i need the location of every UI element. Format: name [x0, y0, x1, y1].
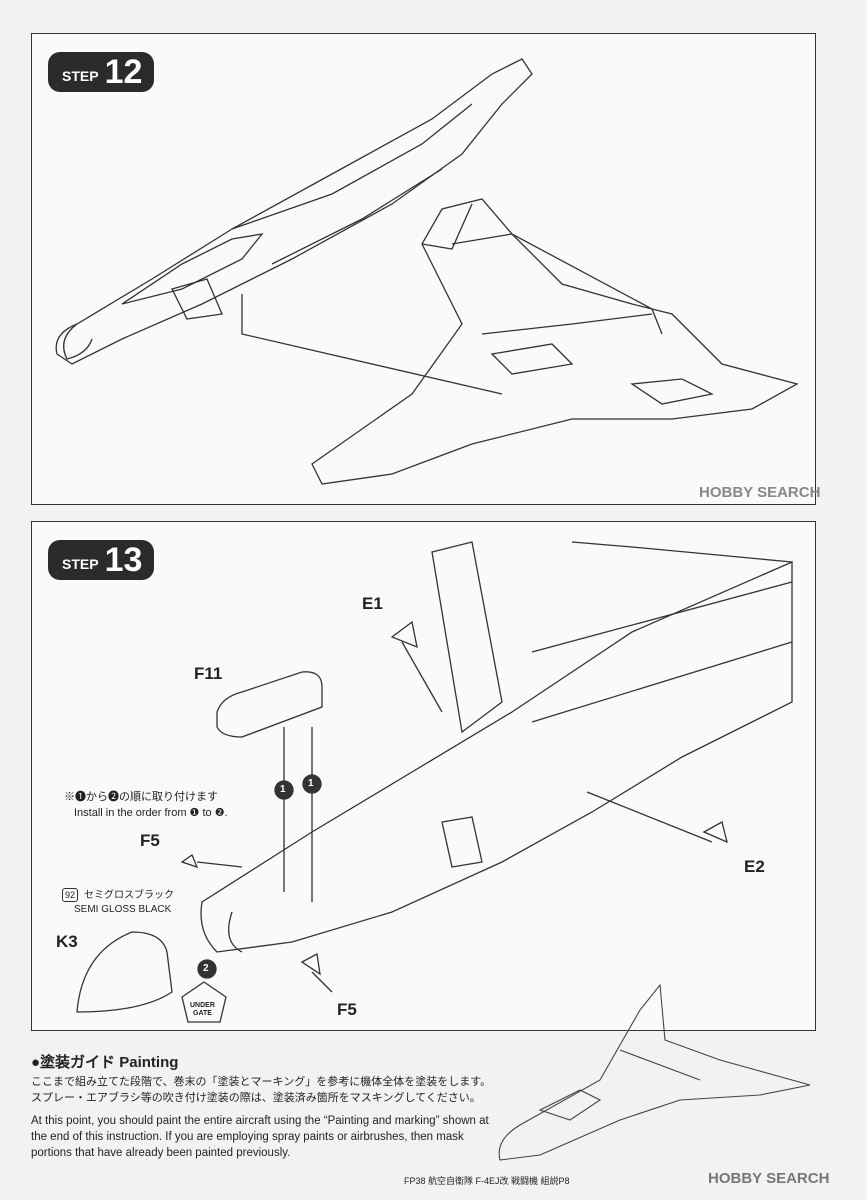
- label-f11: F11: [194, 664, 223, 683]
- label-e1: E1: [362, 594, 383, 613]
- watermark: HOBBY SEARCH: [708, 1170, 830, 1187]
- watermark-upper: HOBBY SEARCH: [699, 484, 821, 501]
- color-name-en: SEMI GLOSS BLACK: [74, 904, 172, 915]
- painting-jp-line1: ここまで組み立てた段階で、巻末の「塗装とマーキング」を参考に機体全体を塗装をしま…: [31, 1076, 492, 1088]
- footer: FP38 航空自衛隊 F-4EJ改 戦闘機 組説P8: [404, 1176, 570, 1186]
- order-note-en: Install in the order from ❶ to ❷.: [74, 807, 228, 819]
- step-word: STEP: [62, 68, 99, 84]
- label-f5-top: F5: [140, 831, 160, 850]
- under-gate-line2: GATE: [193, 1010, 212, 1017]
- step13-badge: STEP 13: [48, 540, 155, 580]
- order-marker-1a: 1: [280, 784, 286, 795]
- step12-diagram: [55, 58, 799, 485]
- label-k3: K3: [56, 932, 78, 951]
- step13-diagram: [76, 541, 793, 1023]
- order-marker-1b: 1: [308, 778, 314, 789]
- label-e2: E2: [744, 857, 765, 876]
- color-code-box: 92: [62, 888, 79, 902]
- under-gate-line1: UNDER: [190, 1002, 215, 1009]
- step-number: 13: [104, 540, 143, 579]
- painting-title: ●塗装ガイド Painting: [31, 1054, 179, 1071]
- label-f5-bottom: F5: [337, 1000, 357, 1019]
- step-word: STEP: [62, 556, 99, 572]
- step12-panel: STEP 12: [31, 33, 816, 505]
- step13-panel: STEP 13: [31, 521, 816, 1031]
- step-number: 12: [104, 52, 143, 91]
- color-name-jp: セミグロスブラック: [84, 890, 174, 901]
- painting-jp-line2: スプレー・エアブラシ等の吹き付け塗装の際は、塗装済み箇所をマスキングしてください…: [31, 1092, 481, 1104]
- step12-badge: STEP 12: [48, 52, 155, 92]
- order-note-jp: ※❶から❷の順に取り付けます: [64, 791, 218, 803]
- order-marker-2: 2: [203, 963, 209, 974]
- painting-en-text: At this point, you should paint the enti…: [31, 1115, 489, 1159]
